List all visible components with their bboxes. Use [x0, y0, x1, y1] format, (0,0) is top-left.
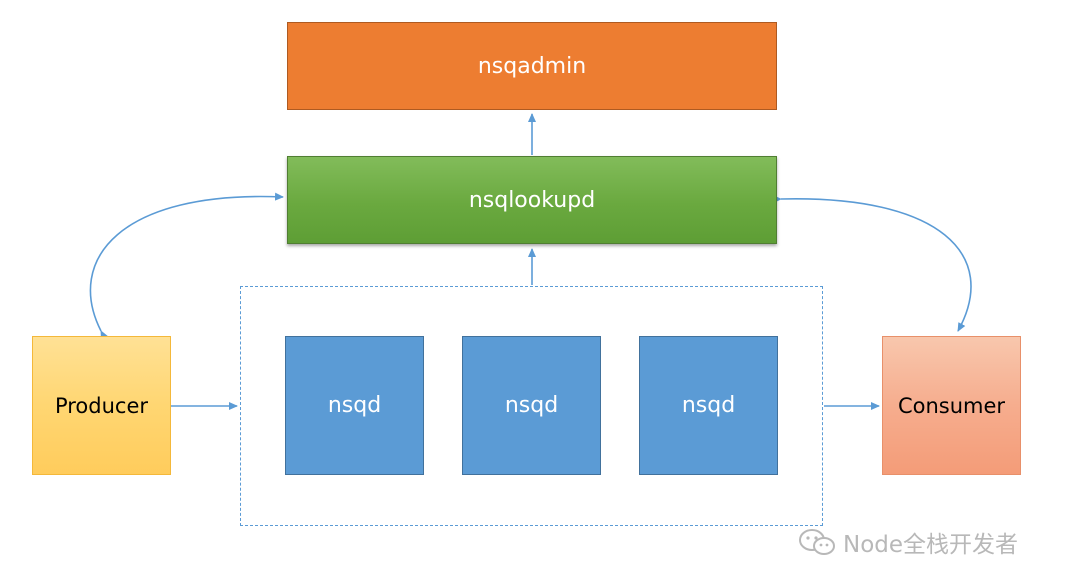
arrow-producer-nsqlookupd [89, 192, 284, 340]
arrow-nsqlookupd-consumer [772, 195, 972, 332]
nsqadmin-label: nsqadmin [477, 53, 587, 79]
nsqd-label: nsqd [681, 393, 736, 418]
nsqd-node-3: nsqd [639, 336, 778, 475]
consumer-node: Consumer [882, 336, 1021, 475]
wechat-icon [799, 529, 835, 555]
consumer-label: Consumer [897, 393, 1006, 418]
nsqlookupd-node: nsqlookupd [287, 156, 777, 244]
nsqd-label: nsqd [504, 393, 559, 418]
nsqd-label: nsqd [327, 393, 382, 418]
nsqd-node-1: nsqd [285, 336, 424, 475]
nsqd-node-2: nsqd [462, 336, 601, 475]
nsqlookupd-label: nsqlookupd [468, 187, 596, 213]
nsqd-cluster-frame [240, 286, 823, 526]
producer-label: Producer [54, 393, 149, 418]
watermark-text: Node全栈开发者 [843, 532, 1019, 558]
producer-node: Producer [32, 336, 171, 475]
nsqadmin-node: nsqadmin [287, 22, 777, 110]
watermark: Node全栈开发者 [797, 526, 1057, 558]
